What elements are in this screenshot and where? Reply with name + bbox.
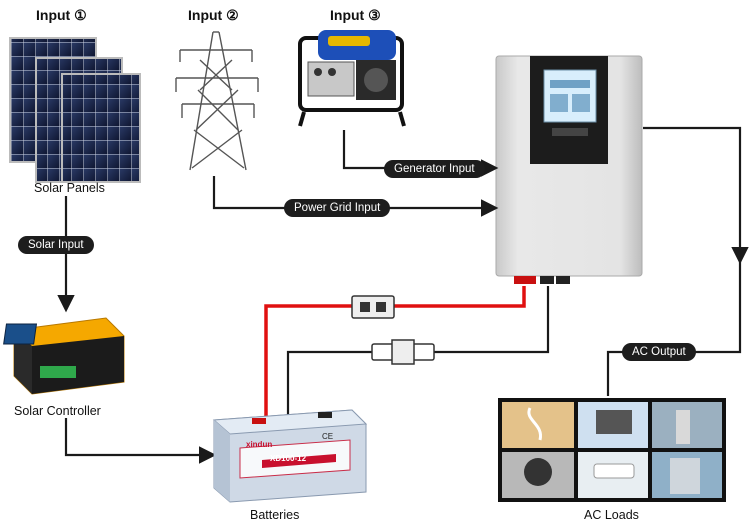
solar-input-label: Solar Input — [18, 236, 94, 254]
generator-input-label: Generator Input — [384, 160, 485, 178]
ac-loads-caption: AC Loads — [584, 508, 639, 522]
battery-mark: CE — [322, 432, 334, 441]
wire-grid-to-inverter — [212, 176, 499, 217]
generator — [298, 30, 406, 127]
battery-brand: xindun — [246, 440, 273, 449]
input-2-title: Input ② — [188, 7, 239, 23]
solar-controller-caption: Solar Controller — [14, 404, 101, 418]
fuse-negative — [371, 339, 435, 365]
power-grid-tower — [175, 31, 259, 171]
wire-controller-to-battery — [64, 418, 217, 464]
solar-controller — [3, 317, 125, 395]
input-1-title: Input ① — [36, 7, 87, 23]
solar-panels — [9, 37, 141, 183]
wire-inverter-output — [643, 126, 749, 265]
inverter — [495, 55, 643, 284]
ac-output-label: AC Output — [622, 343, 696, 361]
breaker-positive — [351, 295, 395, 319]
power-grid-input-label: Power Grid Input — [284, 199, 391, 217]
wire-ac-output-to-loads — [606, 260, 742, 396]
battery — [212, 409, 368, 503]
ac-loads-panel — [498, 398, 726, 502]
wire-battery-positive — [264, 286, 526, 420]
batteries-caption: Batteries — [250, 508, 300, 522]
input-3-title: Input ③ — [330, 7, 381, 23]
battery-model: XD100-12 — [270, 454, 307, 463]
solar-panels-caption: Solar Panels — [34, 181, 105, 195]
